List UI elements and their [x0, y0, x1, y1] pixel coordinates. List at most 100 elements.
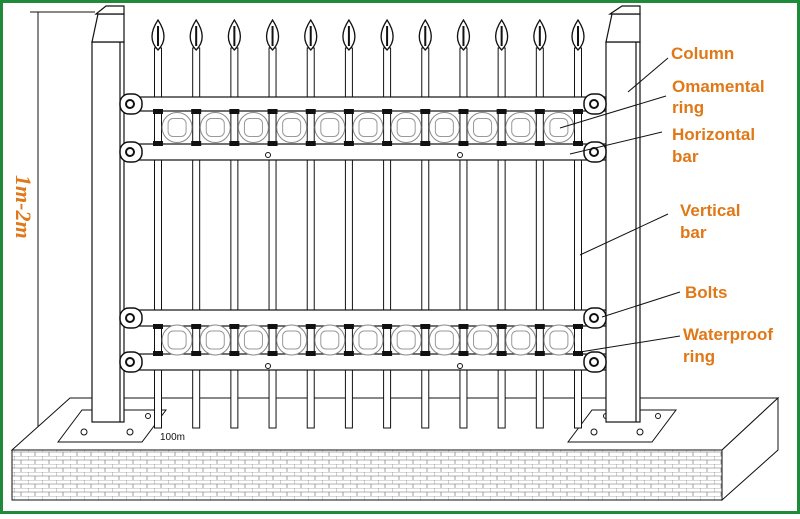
vertical-bar [304, 18, 318, 429]
rail-clip [420, 351, 431, 356]
upper-rail-assembly [119, 96, 611, 161]
ornamental-ring [428, 112, 460, 143]
rail-clip [229, 351, 240, 356]
rail-clip [305, 324, 316, 329]
rail-clip [343, 109, 354, 114]
ornamental-ring [505, 324, 537, 356]
rail-clip [382, 141, 393, 146]
upper-ornamental-rings [153, 109, 583, 146]
rail-hole [265, 363, 271, 369]
ornamental-ring [390, 324, 422, 356]
ornamental-ring [543, 112, 575, 143]
rail-clip [191, 351, 202, 356]
vertical-bar [571, 18, 585, 429]
ornamental-ring [428, 324, 460, 356]
label-ornamental-ring-line2: ring [672, 98, 704, 117]
rail-clip [191, 109, 202, 114]
rail-clip [191, 324, 202, 329]
rail-clip [267, 109, 278, 114]
ornamental-ring [276, 112, 308, 143]
ornamental-ring [161, 324, 193, 356]
rail-clip [229, 109, 240, 114]
ornamental-ring [314, 112, 346, 143]
callout-labels: Column Omamental ring Horizontal bar Ver… [671, 44, 773, 366]
bolt-bracket [583, 351, 607, 373]
rail-clip [573, 351, 583, 356]
rail-clip [496, 109, 507, 114]
rail-clip [153, 324, 163, 329]
label-waterproof-ring-line2: ring [683, 347, 715, 366]
label-waterproof-ring-line1: Waterproof [683, 325, 773, 344]
ornamental-ring [505, 112, 537, 143]
label-ornamental-ring-line1: Omamental [672, 77, 765, 96]
rail-clip [496, 351, 507, 356]
rail-clip [305, 141, 316, 146]
rail-clip [343, 141, 354, 146]
rail-clip [382, 109, 393, 114]
vertical-bar [533, 18, 547, 429]
rail-clip [534, 141, 545, 146]
leader-lines [559, 57, 681, 353]
rail-clip [573, 141, 583, 146]
rail-clip [534, 109, 545, 114]
lower-bottom-rail [119, 353, 611, 371]
rail-clip [229, 141, 240, 146]
rail-clip [382, 324, 393, 329]
vertical-bar [418, 18, 432, 429]
vertical-bar [342, 18, 356, 429]
rail-clip [458, 141, 469, 146]
upper-top-rail [119, 96, 611, 112]
label-horizontal-bar-line2: bar [672, 147, 699, 166]
lower-ornamental-rings [153, 324, 583, 356]
ornamental-ring [352, 324, 384, 356]
rail-clip [534, 324, 545, 329]
rail-hole [457, 152, 463, 158]
rail-clip [382, 351, 393, 356]
ornamental-ring [237, 112, 269, 143]
bolt-bracket [583, 141, 607, 163]
ornamental-ring [199, 324, 231, 356]
rail-clip [229, 324, 240, 329]
rail-clip [343, 324, 354, 329]
rail-clip [153, 141, 163, 146]
bolt-bracket [119, 307, 143, 329]
lower-rail-assembly [119, 309, 611, 371]
vertical-bar [151, 18, 165, 429]
ornamental-ring [467, 112, 499, 143]
rail-clip [534, 351, 545, 356]
rail-clip [153, 351, 163, 356]
height-dimension-label: 1m-2m [11, 175, 36, 239]
ornamental-ring [352, 112, 384, 143]
rail-clip [496, 141, 507, 146]
label-bolts: Bolts [685, 283, 728, 302]
ornamental-ring [467, 324, 499, 356]
right-column [605, 5, 641, 423]
ornamental-ring [276, 324, 308, 356]
lower-top-rail [119, 309, 611, 327]
rail-clip [458, 351, 469, 356]
foundation-base [10, 396, 780, 502]
vertical-bar [227, 18, 242, 429]
rail-hole [457, 363, 463, 369]
ground-note: 100m [160, 432, 185, 443]
vertical-bar [494, 18, 509, 429]
height-dimension [30, 11, 95, 430]
rail-clip [267, 351, 278, 356]
bolt-bracket [119, 351, 143, 373]
vertical-bar [189, 18, 203, 429]
ornamental-ring [390, 112, 422, 143]
vertical-bars [151, 18, 585, 429]
rail-clip [267, 324, 278, 329]
vertical-bar [456, 18, 471, 429]
rail-clip [343, 351, 354, 356]
bolt-bracket [119, 93, 143, 115]
rail-clip [573, 324, 583, 329]
rail-clip [267, 141, 278, 146]
ornamental-ring [314, 324, 346, 356]
vertical-bar [265, 18, 280, 429]
rail-clip [573, 109, 583, 114]
label-horizontal-bar-line1: Horizontal [672, 125, 755, 144]
ornamental-ring [199, 112, 231, 143]
